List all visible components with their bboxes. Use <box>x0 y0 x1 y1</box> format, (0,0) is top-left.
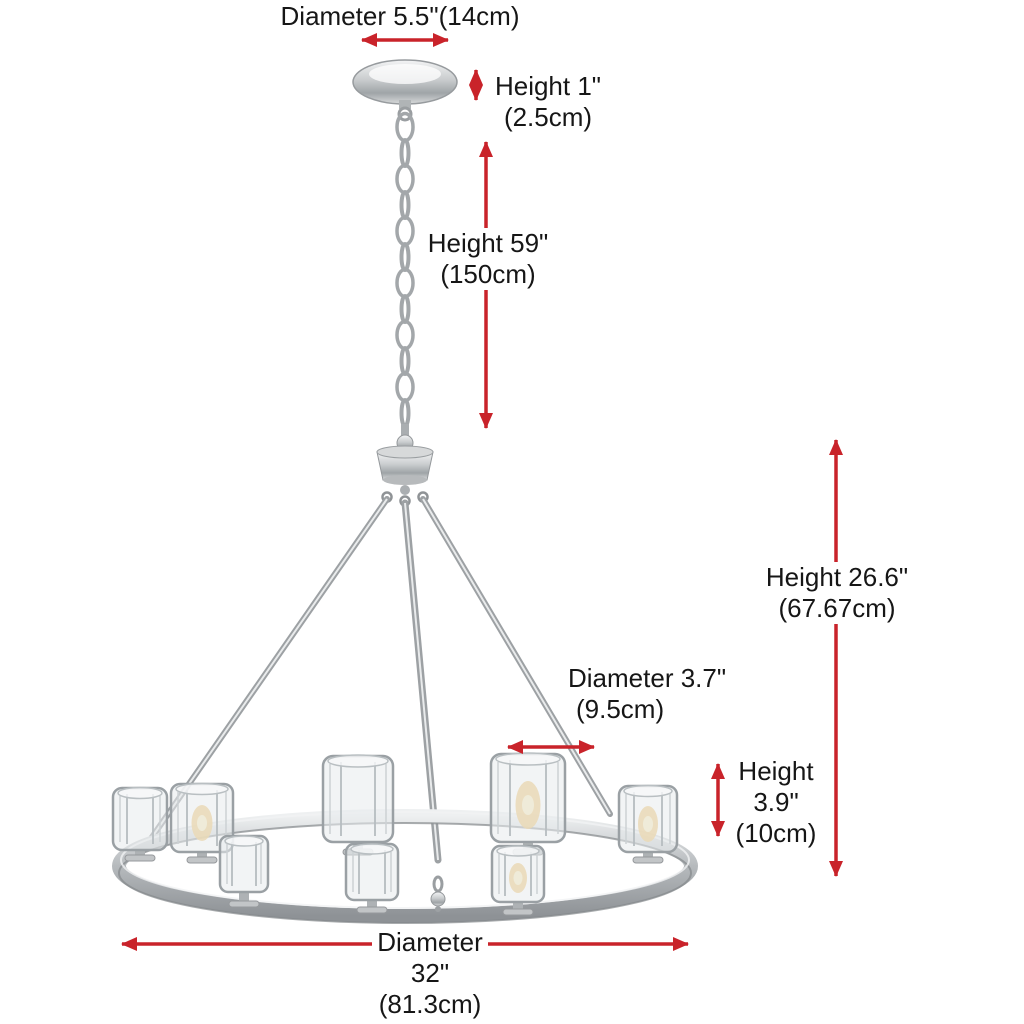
dimension-text: Diameter 5.5"(14cm) <box>280 1 520 31</box>
chandelier-ring <box>112 809 698 924</box>
glass-shade <box>617 784 679 864</box>
dimension-text: (2.5cm) <box>503 102 593 133</box>
hanging-height-label: Height 59" (150cm) <box>404 228 572 291</box>
glass-shade <box>344 842 400 914</box>
dimension-text: (150cm) <box>435 259 541 291</box>
glass-shade <box>169 782 235 864</box>
dimension-text: Height 59" <box>422 228 554 260</box>
dimension-text: Height <box>738 756 814 786</box>
dimension-text: (9.5cm) <box>576 694 665 725</box>
ceiling-canopy <box>352 59 458 122</box>
canopy-diameter-label: Diameter 5.5"(14cm) <box>260 1 540 32</box>
canopy-height-label: Height 1" (2.5cm) <box>488 71 608 133</box>
dimension-text: Height 1" <box>494 71 602 101</box>
central-hub <box>376 424 434 507</box>
dimension-text: Diameter <box>372 927 488 959</box>
ring-diameter-label: Diameter 32" (81.3cm) <box>330 927 530 1021</box>
shade-diameter-label: Diameter 3.7" (9.5cm) <box>568 663 726 725</box>
glass-shade <box>218 834 270 908</box>
hanging-chain <box>395 111 415 428</box>
dimension-text: 3.9" <box>753 787 799 818</box>
dimension-text: (67.67cm) <box>773 593 901 625</box>
fixture-height-label: Height 26.6" (67.67cm) <box>744 562 930 625</box>
glass-shade <box>490 844 546 916</box>
dimension-text: (81.3cm) <box>378 989 482 1020</box>
drop-finial <box>430 875 446 912</box>
glass-shade <box>111 786 169 862</box>
dimension-text: 32" <box>410 958 450 989</box>
dimension-text: Diameter 3.7" <box>568 663 727 693</box>
glass-shade <box>489 752 567 856</box>
dimension-text: Height 26.6" <box>760 562 914 594</box>
dimension-text: (10cm) <box>735 818 817 849</box>
shade-height-label: Height 3.9" (10cm) <box>720 756 832 850</box>
